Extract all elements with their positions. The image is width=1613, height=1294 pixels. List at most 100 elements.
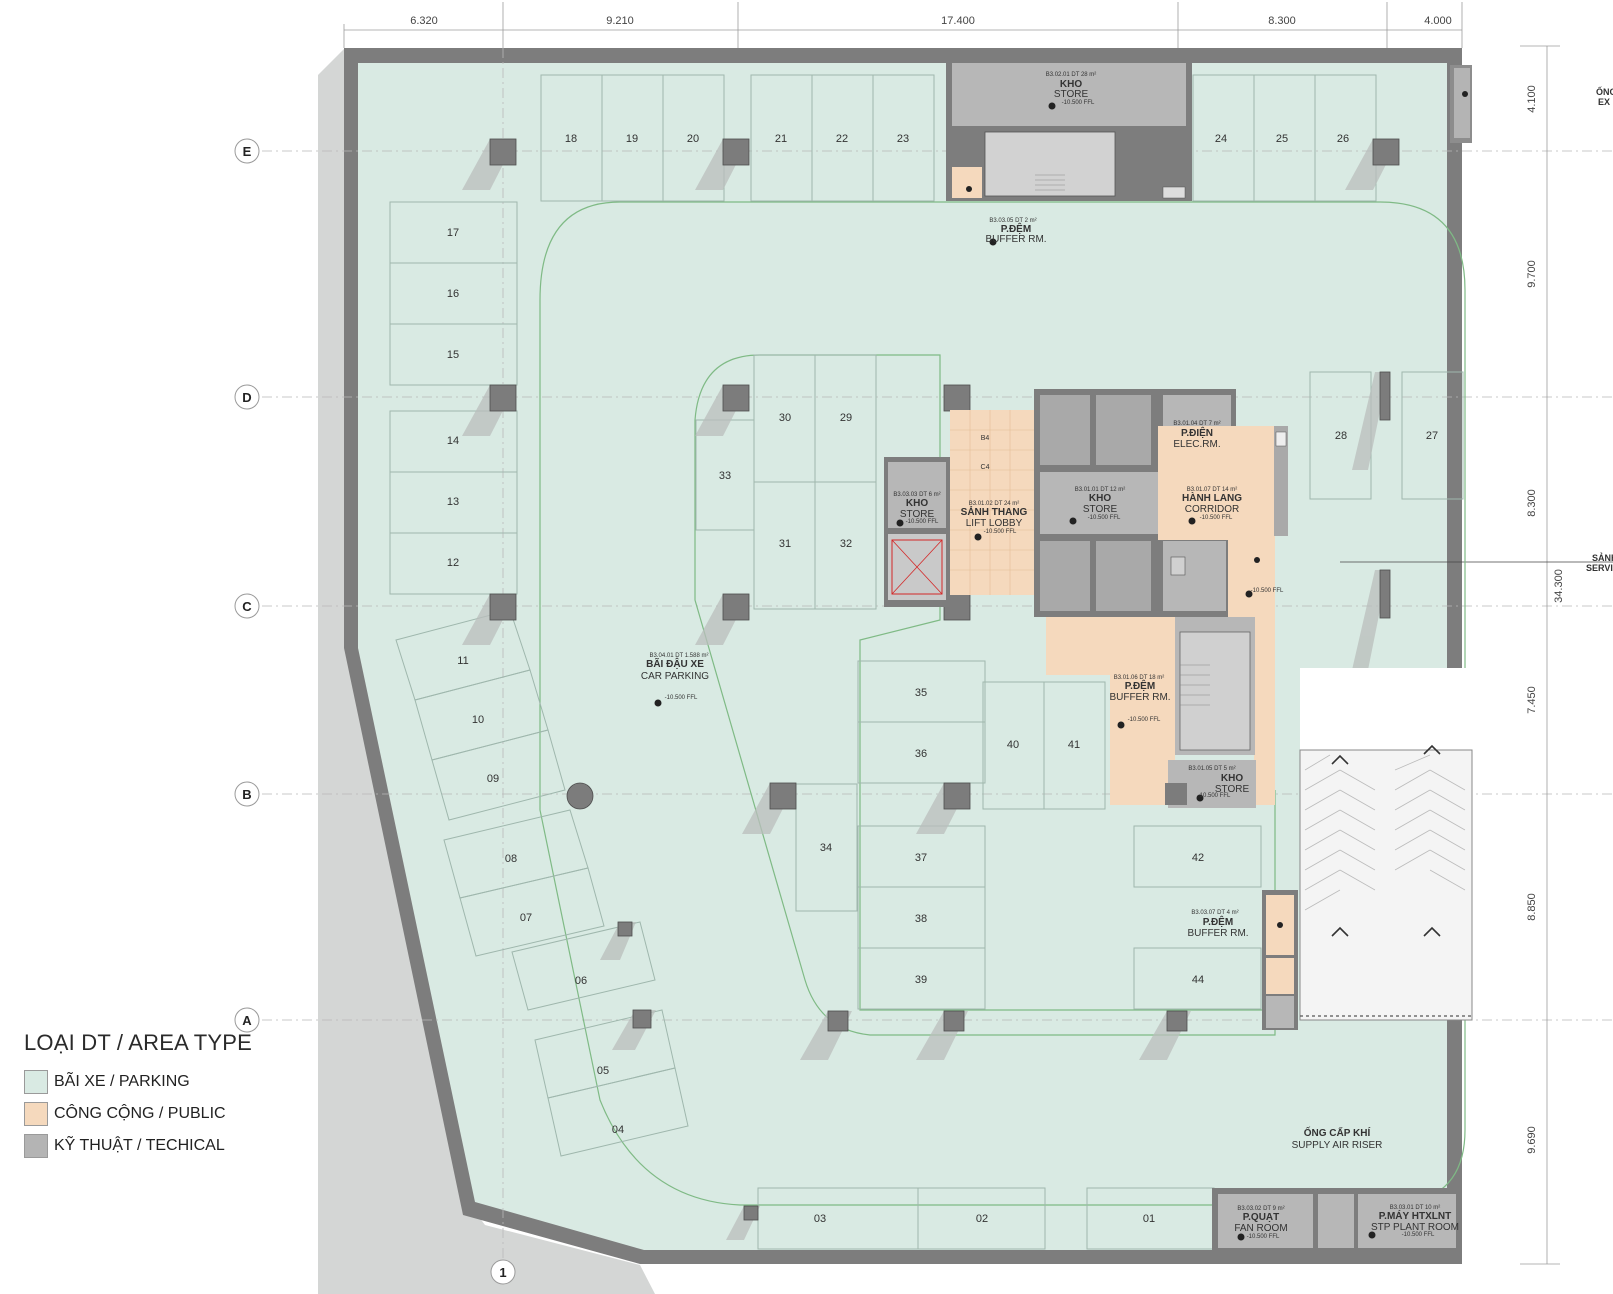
building-shadow — [318, 48, 655, 1294]
stall-02: 02 — [976, 1213, 988, 1225]
legend-label-technical: KỸ THUẬT / TECHICAL — [54, 1137, 225, 1154]
stall-42: 42 — [1192, 852, 1204, 864]
dim-top-5: 4.000 — [1424, 15, 1452, 27]
dim-top-4: 8.300 — [1268, 15, 1296, 27]
stall-05: 05 — [597, 1065, 609, 1077]
dim-right-5: 8.850 — [1526, 893, 1538, 921]
room-name-en-elec: ELEC.RM. — [1173, 439, 1220, 450]
bottom-plant-rooms — [1212, 1188, 1462, 1250]
stall-37: 37 — [915, 852, 927, 864]
legend-swatch-technical — [24, 1134, 48, 1158]
room-name-en-store-core: STORE — [900, 509, 935, 520]
ramp-arrow-up-icon-3 — [1331, 926, 1349, 937]
stall-39: 39 — [915, 974, 927, 986]
right-edge-mid-1: SẢNH — [1592, 552, 1613, 563]
right-edge-mid-2: SERVI — [1586, 563, 1613, 573]
room-code-store-mid: B3.01.01 DT 12 m² — [1075, 487, 1126, 493]
parking-floor — [358, 63, 1447, 1250]
top-store-block — [946, 63, 1472, 201]
stall-30: 30 — [779, 412, 791, 424]
stall-11: 11 — [457, 655, 468, 667]
stall-31: 31 — [779, 538, 791, 550]
legend-swatch-parking — [24, 1070, 48, 1094]
level-marker-icon — [896, 519, 904, 527]
level-marker-icon — [1188, 517, 1196, 525]
room-name-vn-store-core: KHO — [906, 498, 928, 509]
stall-10: 10 — [472, 714, 484, 726]
room-name-en-store-mid: STORE — [1083, 504, 1118, 515]
right-edge-cut-labels: ỐNG EX SẢNH SERVI — [1340, 86, 1613, 573]
dim-top-3: 17.400 — [941, 15, 975, 27]
level-marker-icon — [1048, 102, 1056, 110]
dim-top-2: 9.210 — [606, 15, 634, 27]
room-name-vn-lift-lobby: SẢNH THANG — [961, 505, 1028, 518]
room-name-en-lift-lobby: LIFT LOBBY — [966, 518, 1023, 529]
grid-row-e: E — [243, 144, 252, 159]
stall-20: 20 — [687, 133, 699, 145]
dim-right-total: 34.300 — [1553, 569, 1565, 603]
stall-28: 28 — [1335, 430, 1347, 442]
stall-12: 12 — [447, 557, 459, 569]
central-core — [884, 389, 1298, 1030]
level-marker-icon — [1245, 590, 1253, 598]
stall-07: 07 — [520, 912, 532, 924]
dim-top-1: 6.320 — [410, 15, 438, 27]
lift-label-b4: B4 — [981, 435, 990, 442]
grid-row-d: D — [242, 390, 251, 405]
stall-38: 38 — [915, 913, 927, 925]
ramp-arrow-up-icon-4 — [1423, 926, 1441, 937]
room-name-en-store-top: STORE — [1054, 89, 1089, 100]
room-level-store-mid: -10.500 FFL — [1088, 515, 1121, 521]
parking-stalls — [389, 74, 1464, 1250]
room-name-en-stp: STP PLANT ROOM — [1371, 1222, 1459, 1233]
room-level-fan-room: -10.500 FFL — [1247, 1234, 1280, 1240]
stall-29: 29 — [840, 412, 852, 424]
room-level-store-small: -10.500 FFL — [1198, 793, 1231, 799]
ramp-arrow-up-icon — [1331, 754, 1349, 765]
level-marker-icon — [1117, 721, 1125, 729]
dimension-texts-right: 4.100 9.700 8.300 34.300 7.450 8.850 9.6… — [1526, 85, 1565, 1154]
stall-26: 26 — [1337, 133, 1349, 145]
stall-35: 35 — [915, 687, 927, 699]
stall-19: 19 — [626, 133, 638, 145]
area-type-legend: LOẠI DT / AREA TYPE BÃI XE / PARKING CÔN… — [24, 1030, 252, 1166]
stall-01: 01 — [1143, 1213, 1155, 1225]
grid-row-c: C — [242, 599, 252, 614]
dim-right-4: 7.450 — [1526, 686, 1538, 714]
room-name-en-buffer-top: BUFFER RM. — [985, 234, 1046, 245]
level-markers — [654, 102, 1376, 1241]
room-code-corridor: B3.01.07 DT 14 m² — [1187, 487, 1238, 493]
room-name-en-car-parking: CAR PARKING — [641, 671, 709, 682]
level-marker-icon — [1196, 794, 1204, 802]
room-name-vn-buffer-mid: P.ĐỆM — [1125, 679, 1155, 692]
room-level-corridor: -10.500 FFL — [1200, 515, 1233, 521]
stall-16: 16 — [447, 288, 459, 300]
legend-label-parking: BÃI XE / PARKING — [54, 1073, 190, 1090]
dimension-texts-top: 6.320 9.210 17.400 8.300 4.000 — [410, 15, 1452, 27]
stall-18: 18 — [565, 133, 577, 145]
room-code-car-parking: B3.04.01 DT 1.588 m² — [650, 653, 709, 659]
room-name-vn-store-top: KHO — [1060, 79, 1082, 90]
stall-21: 21 — [775, 133, 787, 145]
level-marker-icon — [654, 699, 662, 707]
stall-41: 41 — [1068, 739, 1080, 751]
dim-right-2: 9.700 — [1526, 260, 1538, 288]
stall-22: 22 — [836, 133, 848, 145]
stall-08: 08 — [505, 853, 517, 865]
right-edge-top-2: EX — [1598, 97, 1610, 107]
level-marker-icon — [1368, 1231, 1376, 1239]
stall-17: 17 — [447, 227, 459, 239]
grid-row-a: A — [242, 1013, 252, 1028]
stall-36: 36 — [915, 748, 927, 760]
grid-row-b: B — [242, 787, 251, 802]
room-name-vn-car-parking: BÃI ĐẬU XE — [646, 657, 704, 670]
stall-40: 40 — [1007, 739, 1019, 751]
stall-14: 14 — [447, 435, 459, 447]
room-code-lift-lobby: B3.01.02 DT 24 m² — [969, 501, 1020, 507]
room-name-vn-store-mid: KHO — [1089, 493, 1111, 504]
level-marker-icon — [1237, 1233, 1245, 1241]
room-code-elec: B3.01.04 DT 7 m² — [1173, 421, 1220, 427]
legend-item-public: CÔNG CỘNG / PUBLIC — [24, 1102, 252, 1126]
ramp-arrow-up-icon-2 — [1423, 744, 1441, 755]
room-labels: B3.02.01 DT 28 m² KHO STORE -10.500 FFL … — [641, 72, 1459, 1240]
